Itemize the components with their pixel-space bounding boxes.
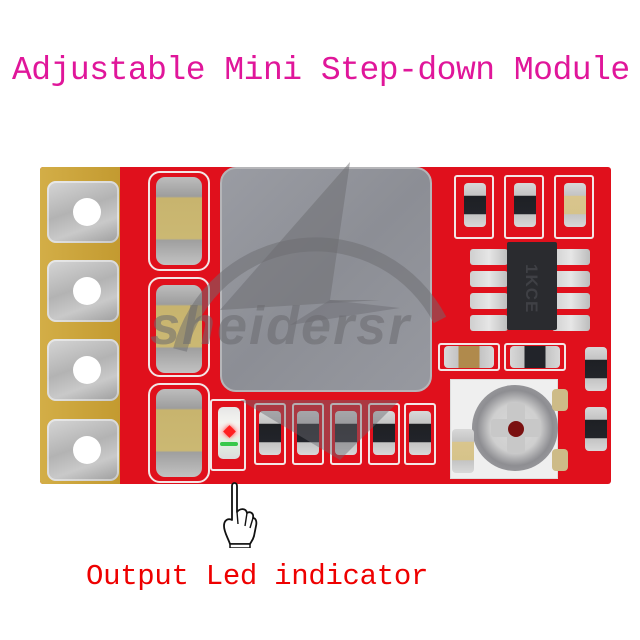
resistor xyxy=(297,411,319,455)
hand-pointing-up-icon xyxy=(223,482,258,548)
led-indicator-caption: Output Led indicator xyxy=(86,560,429,593)
silkscreen-outline xyxy=(254,403,286,465)
resistor xyxy=(464,183,486,227)
capacitor-small xyxy=(564,183,586,227)
silkscreen-outline xyxy=(330,403,362,465)
capacitor-small xyxy=(444,346,494,368)
resistor xyxy=(409,411,431,455)
resistor xyxy=(510,346,560,368)
watermark-text: sheidersr xyxy=(150,296,412,356)
mounting-hole xyxy=(73,198,101,226)
ic-pin xyxy=(552,293,590,309)
silkscreen-outline xyxy=(454,175,494,239)
ic-pin xyxy=(470,249,508,265)
silkscreen-outline xyxy=(404,403,436,465)
ic-pin xyxy=(552,249,590,265)
terminal-pad-1 xyxy=(47,181,119,243)
mounting-hole xyxy=(73,277,101,305)
potentiometer-center xyxy=(508,421,524,437)
page-title: Adjustable Mini Step-down Module xyxy=(12,52,630,89)
resistor xyxy=(585,407,607,451)
silkscreen-outline xyxy=(210,399,246,471)
silkscreen-outline xyxy=(438,343,500,371)
terminal-pad-3 xyxy=(47,339,119,401)
silkscreen-outline xyxy=(148,383,210,483)
silkscreen-outline xyxy=(554,175,594,239)
ic-marking: 1KCE xyxy=(522,264,541,314)
silkscreen-outline xyxy=(368,403,400,465)
resistor xyxy=(335,411,357,455)
silkscreen-outline xyxy=(292,403,324,465)
inductor xyxy=(220,167,432,392)
component-small xyxy=(452,429,474,473)
ic-chip: 1KCE xyxy=(507,242,557,330)
resistor xyxy=(514,183,536,227)
resistor xyxy=(585,347,607,391)
ic-pin xyxy=(552,271,590,287)
silkscreen-outline xyxy=(504,343,566,371)
ic-pin xyxy=(552,315,590,331)
ic-pin xyxy=(470,271,508,287)
mounting-hole xyxy=(73,356,101,384)
ic-pin xyxy=(470,315,508,331)
terminal-pad-2 xyxy=(47,260,119,322)
terminal-pad-4 xyxy=(47,419,119,481)
potentiometer-tab xyxy=(552,449,568,471)
ic-pin xyxy=(470,293,508,309)
resistor xyxy=(259,411,281,455)
silkscreen-outline xyxy=(504,175,544,239)
led-glow-green xyxy=(220,442,238,446)
capacitor-1 xyxy=(156,177,202,265)
mounting-hole xyxy=(73,436,101,464)
potentiometer-tab xyxy=(552,389,568,411)
resistor xyxy=(373,411,395,455)
capacitor-3 xyxy=(156,389,202,477)
